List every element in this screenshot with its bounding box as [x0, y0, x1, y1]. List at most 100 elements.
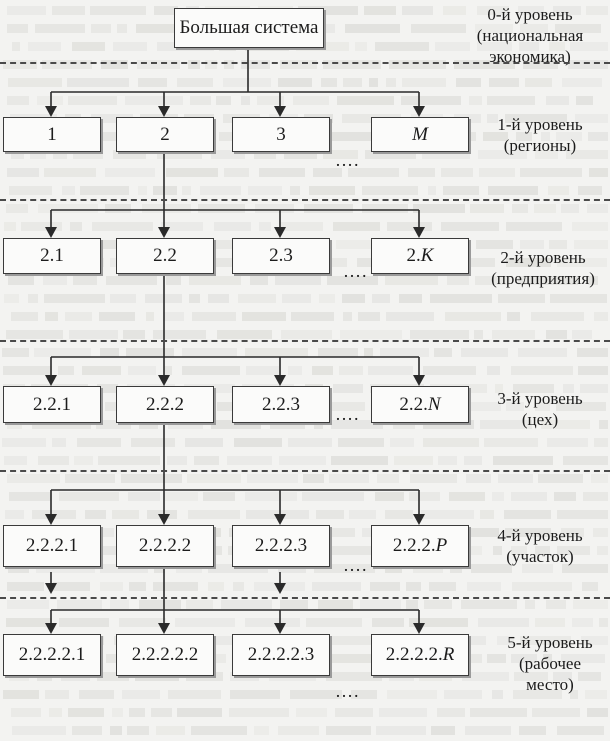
workplace-label-1: 2.2.2.2.1	[18, 644, 86, 665]
level-2-title: 2-й уровень	[500, 248, 586, 267]
arrow-1-3	[413, 106, 425, 117]
section-box-2: 2.2.2.2	[116, 525, 214, 567]
level-separator-2	[0, 199, 610, 201]
level-1-desc-1: (регионы)	[503, 136, 577, 155]
section-box-3: 2.2.2.3	[232, 525, 330, 567]
level-2-label: 2-й уровень (предприятия)	[480, 247, 606, 289]
arrow-2-2	[274, 227, 286, 238]
workshop-box-2: 2.2.2	[116, 386, 214, 423]
level-4-label: 4-й уровень (участок)	[480, 525, 600, 567]
arrow-2-1	[158, 227, 170, 238]
workshop-label-2: 2.2.2	[146, 393, 184, 415]
level-4-title: 4-й уровень	[497, 526, 583, 545]
enterprise-label-3: 2.3	[269, 245, 293, 266]
workplace-box-1: 2.2.2.2.1	[3, 634, 101, 676]
enterprise-box-3: 2.3	[232, 238, 330, 274]
arrow-3-2	[274, 375, 286, 386]
arrow-5-3	[413, 623, 425, 634]
workshop-label-3: 2.2.3	[262, 393, 300, 415]
level-0-desc-2: экономика)	[489, 47, 571, 66]
level-0-label: 0-й уровень (национальная экономика)	[455, 4, 605, 67]
section-label-last-var: P	[435, 535, 448, 556]
enterprise-box-1: 2.1	[3, 238, 101, 274]
enterprise-label-1: 2.1	[40, 245, 64, 266]
side-arrow-1	[274, 583, 286, 594]
row-3-ellipsis: ….	[335, 404, 360, 424]
arrow-1-2	[274, 106, 286, 117]
level-1-label: 1-й уровень (регионы)	[480, 114, 600, 156]
level-separator-5	[0, 597, 610, 599]
enterprise-label-2: 2.2	[153, 245, 177, 266]
workshop-label-last-var: N	[427, 393, 441, 415]
level-5-label: 5-й уровень (рабочее место)	[495, 632, 605, 695]
section-label-1: 2.2.2.1	[25, 535, 79, 556]
level-5-title: 5-й уровень	[507, 633, 593, 652]
level-5-desc-1: (рабочее	[518, 654, 582, 673]
workshop-label-1: 2.2.1	[33, 393, 71, 415]
workshop-box-1: 2.2.1	[3, 386, 101, 423]
workplace-label-last-prefix: 2.2.2.2.	[385, 644, 443, 665]
enterprise-label-last-var: K	[420, 245, 434, 266]
level-4-desc-1: (участок)	[506, 547, 574, 566]
level-separator-4	[0, 470, 610, 472]
workplace-label-last-var: R	[442, 644, 455, 665]
workshop-label-last-prefix: 2.2.	[399, 393, 428, 415]
enterprise-box-last: 2.K	[371, 238, 469, 274]
region-box-2: 2	[116, 117, 214, 152]
region-label-3: 3	[276, 123, 286, 145]
row-1-ellipsis: ….	[335, 150, 360, 170]
section-box-last: 2.2.2.P	[371, 525, 469, 567]
arrow-4-0	[45, 514, 57, 525]
level-3-desc-1: (цех)	[521, 410, 559, 429]
arrow-1-1	[158, 106, 170, 117]
level-separator-1	[0, 62, 610, 64]
workshop-box-3: 2.2.3	[232, 386, 330, 423]
row-2-ellipsis: ….	[343, 261, 368, 281]
region-label-2: 2	[160, 123, 170, 145]
section-label-last-prefix: 2.2.2.	[392, 535, 436, 556]
level-separator-3	[0, 340, 610, 342]
level-2-desc-1: (предприятия)	[491, 269, 595, 288]
level-3-title: 3-й уровень	[497, 389, 583, 408]
arrow-5-2	[274, 623, 286, 634]
workplace-label-2: 2.2.2.2.2	[131, 644, 199, 665]
arrow-3-1	[158, 375, 170, 386]
region-box-3: 3	[232, 117, 330, 152]
arrow-5-0	[45, 623, 57, 634]
workplace-box-3: 2.2.2.2.3	[232, 634, 330, 676]
level-5-desc-2: место)	[526, 675, 574, 694]
section-box-1: 2.2.2.1	[3, 525, 101, 567]
side-arrow-0	[45, 583, 57, 594]
workplace-label-3: 2.2.2.2.3	[247, 644, 315, 665]
region-label-last-var: M	[412, 123, 428, 145]
level-3-label: 3-й уровень (цех)	[480, 388, 600, 430]
arrow-4-3	[413, 514, 425, 525]
arrow-3-3	[413, 375, 425, 386]
row-4-ellipsis: ….	[343, 555, 368, 575]
top-system-label: Большая система	[179, 17, 319, 38]
workplace-box-last: 2.2.2.2.R	[371, 634, 469, 676]
enterprise-box-2: 2.2	[116, 238, 214, 274]
workshop-box-last: 2.2.N	[371, 386, 469, 423]
region-box-last: M	[371, 117, 469, 152]
level-0-desc-1: (национальная	[476, 26, 584, 45]
arrow-4-1	[158, 514, 170, 525]
arrow-1-0	[45, 106, 57, 117]
arrow-4-2	[274, 514, 286, 525]
arrow-2-3	[413, 227, 425, 238]
region-label-1: 1	[47, 123, 57, 145]
level-1-title: 1-й уровень	[497, 115, 583, 134]
enterprise-label-last-prefix: 2.	[406, 245, 421, 266]
level-0-title: 0-й уровень	[487, 5, 573, 24]
arrow-2-0	[45, 227, 57, 238]
top-system-box: Большая система	[174, 8, 324, 48]
section-label-3: 2.2.2.3	[254, 535, 308, 556]
section-label-2: 2.2.2.2	[138, 535, 192, 556]
workplace-box-2: 2.2.2.2.2	[116, 634, 214, 676]
arrow-5-1	[158, 623, 170, 634]
region-box-1: 1	[3, 117, 101, 152]
arrow-3-0	[45, 375, 57, 386]
row-5-ellipsis: ….	[335, 681, 360, 701]
